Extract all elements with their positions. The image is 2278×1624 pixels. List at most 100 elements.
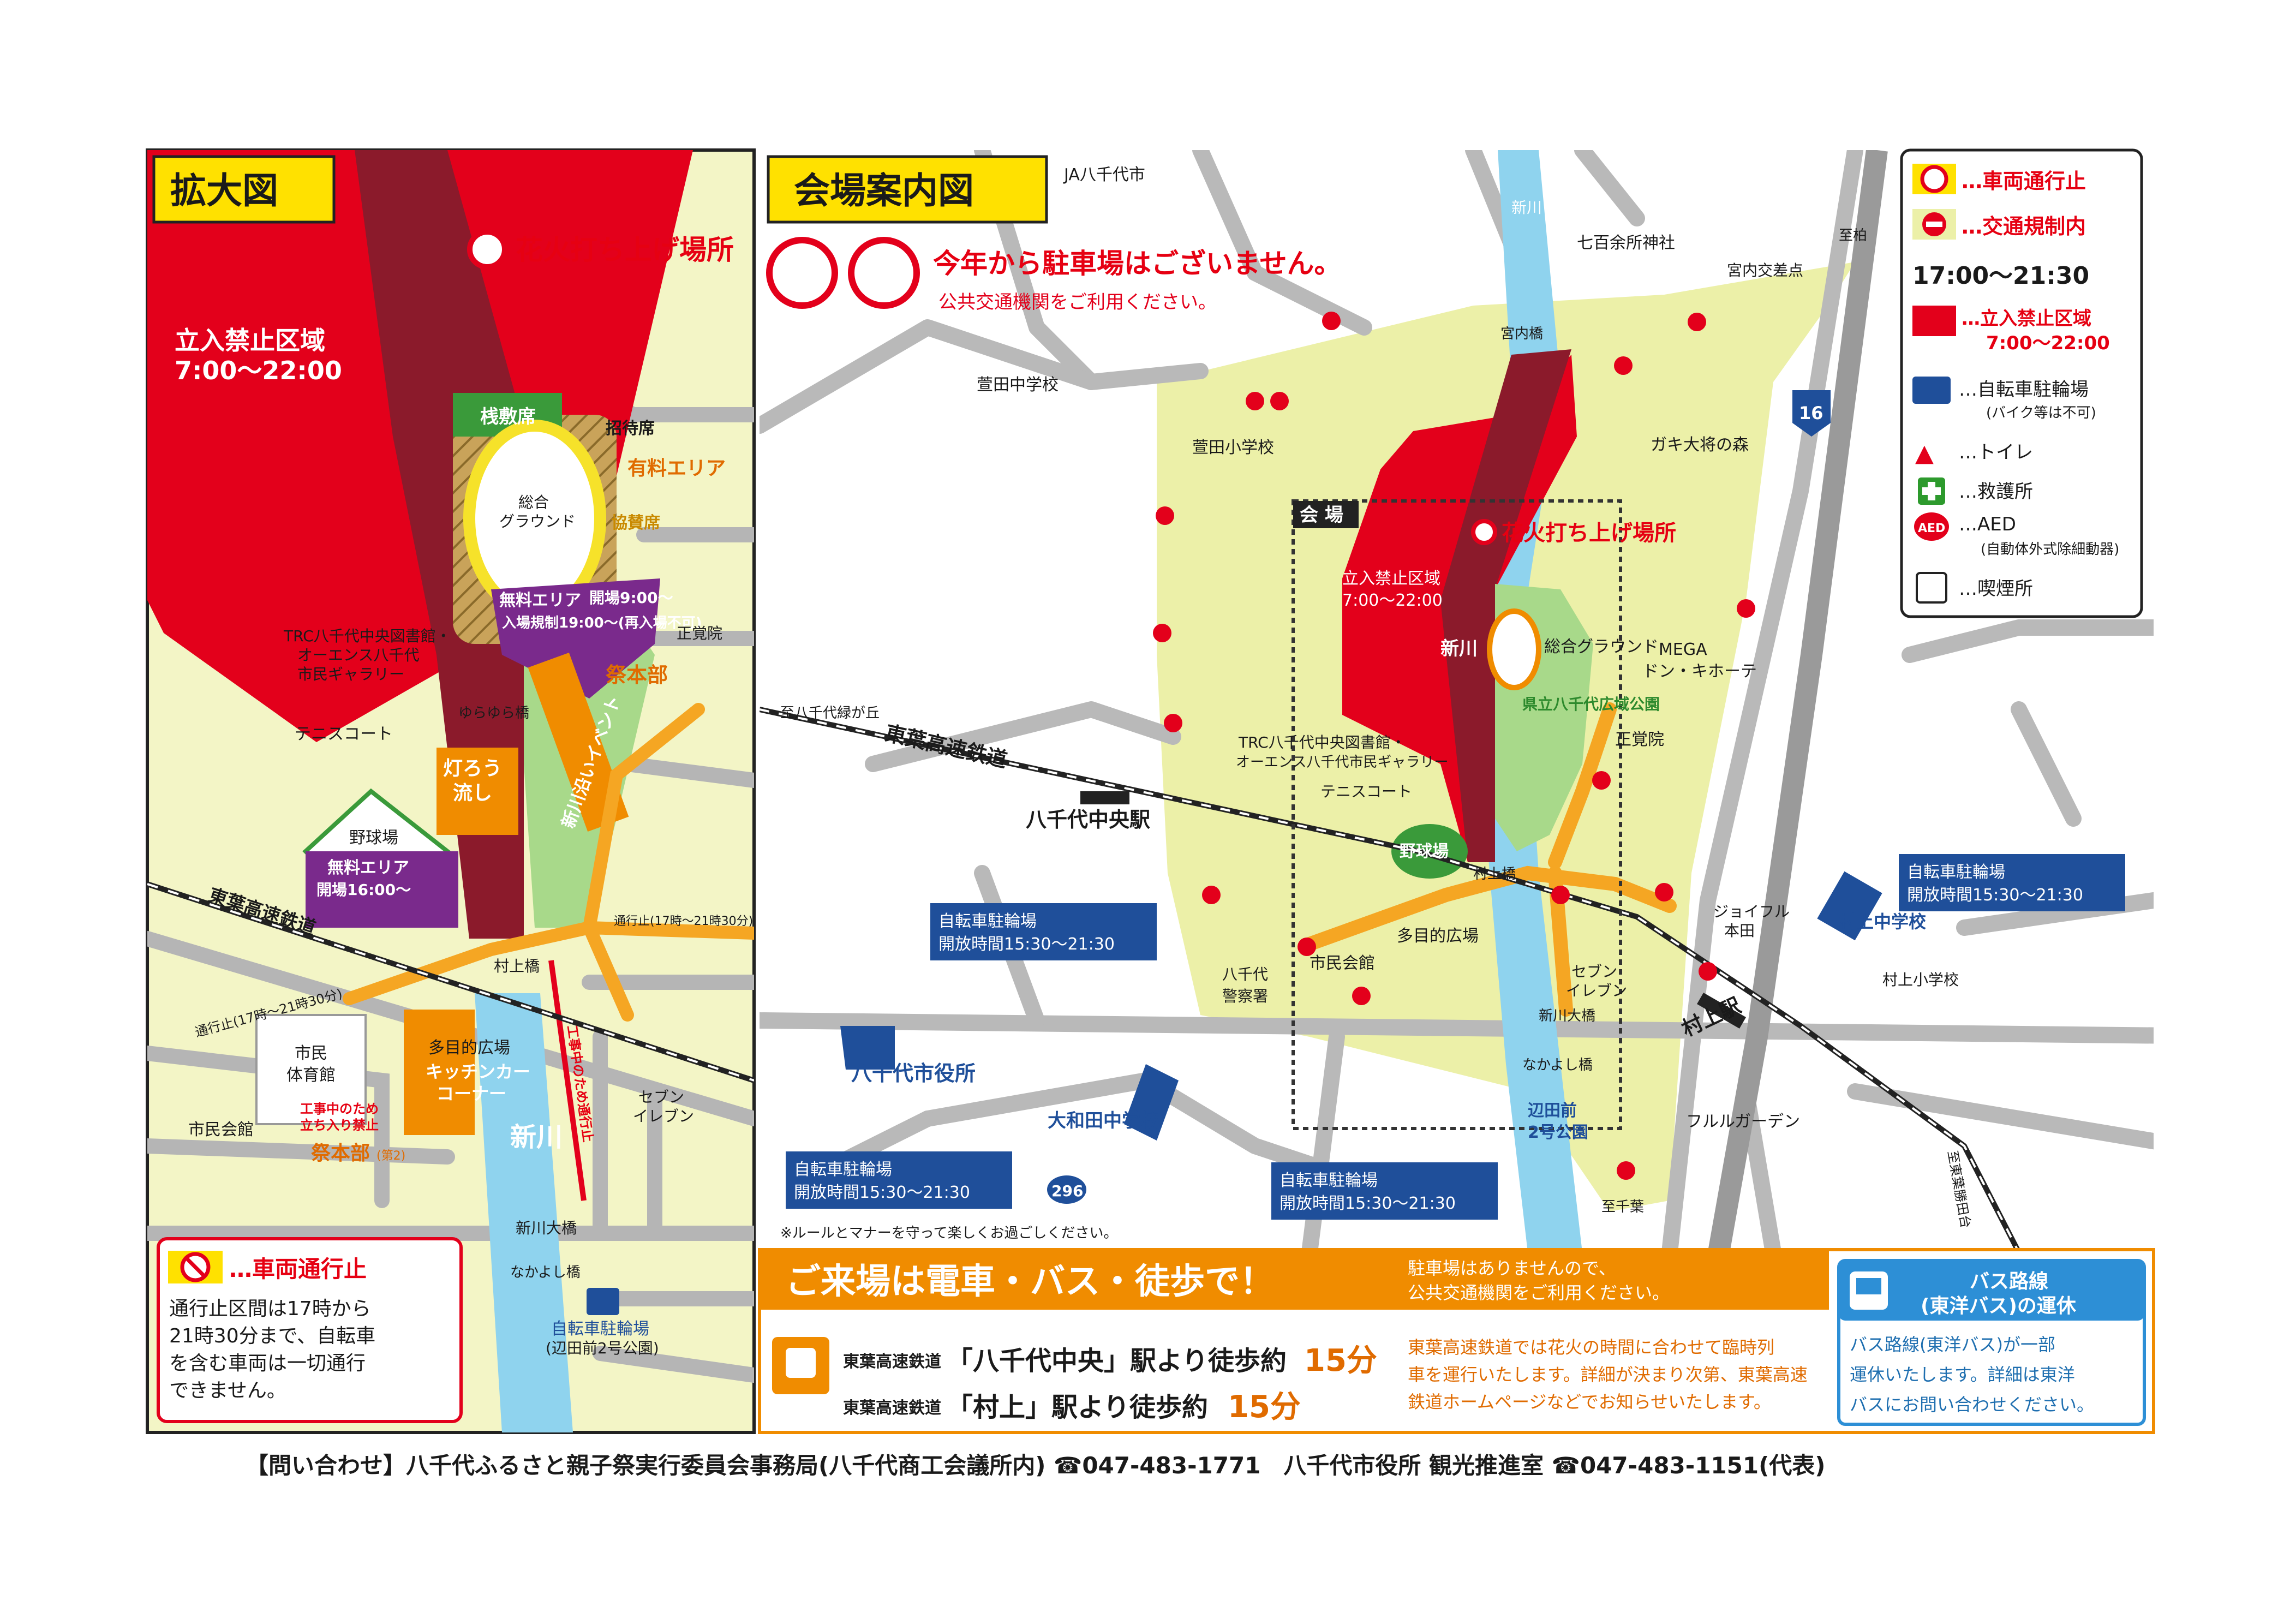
zoom-traffic-roads bbox=[343, 703, 754, 1022]
access-note-3: 鉄道ホームページなどでお知らせいたします。 bbox=[1408, 1392, 1771, 1412]
legend-restricted-2: 7:00〜22:00 bbox=[1986, 332, 2110, 354]
zoom-murakami-bridge: 村上橋 bbox=[494, 957, 540, 975]
zoom-shotai: 招待席 bbox=[606, 419, 655, 438]
no-car-icon bbox=[766, 237, 838, 309]
label-miyauchi-bridge: 宮内橋 bbox=[1500, 326, 1543, 342]
access-line2-prefix: 東葉高速鉄道 bbox=[843, 1399, 941, 1418]
bus-body-2: 運休いたします。詳細は東洋 bbox=[1850, 1364, 2075, 1385]
main-restricted-label: 立入禁止区域 bbox=[1342, 569, 1440, 588]
manner-note: ※ルールとマナーを守って楽しくお過ごしください。 bbox=[780, 1225, 1118, 1241]
label-mega-1: MEGA bbox=[1659, 640, 1707, 659]
access-banner-note-1: 駐車場はありませんので、 bbox=[1408, 1258, 1616, 1279]
zoom-river-label: 新川 bbox=[510, 1122, 563, 1153]
legend-aed-icon bbox=[1914, 512, 1949, 541]
footer-contact: 【問い合わせ】八千代ふるさと親子祭実行委員会事務局(八千代商工会議所内) ☎04… bbox=[246, 1452, 1825, 1479]
zoom-construction-1: 工事中のため bbox=[300, 1101, 379, 1116]
label-seven-1: セブン bbox=[1571, 963, 1617, 981]
label-city-hall: 八千代市役所 bbox=[851, 1061, 976, 1085]
legend-toilet: …トイレ bbox=[1959, 441, 2033, 463]
label-plaza: 多目的広場 bbox=[1397, 927, 1479, 946]
zoom-free-entry: 入場規制19:00〜(再入場不可) bbox=[502, 615, 702, 631]
main-fireworks: 花火打ち上げ場所 bbox=[1502, 521, 1676, 546]
no-parking-sub: 公共交通機関をご利用ください。 bbox=[938, 291, 1217, 313]
legend-aed-icon-text: AED bbox=[1918, 522, 1945, 535]
label-ja: JA八千代市 bbox=[1063, 165, 1145, 184]
vehicle-box-title: …車両通行止 bbox=[229, 1256, 367, 1282]
vehicle-box-body-2: 21時30分まで、自転車 bbox=[169, 1325, 375, 1347]
legend-toilet-icon bbox=[1915, 434, 1948, 467]
zoom-seven-2: イレブン bbox=[633, 1107, 694, 1125]
zoom-free-area-south bbox=[306, 851, 458, 928]
bus-title-2: (東洋バス)の運休 bbox=[1921, 1295, 2077, 1317]
access-note-1: 東葉高速鉄道では花火の時間に合わせて臨時列 bbox=[1408, 1337, 1774, 1358]
no-entry-signs bbox=[1153, 312, 1755, 1180]
zoom-bike-1: 自転車駐輪場 bbox=[551, 1320, 649, 1339]
label-gaki: ガキ大将の森 bbox=[1651, 435, 1749, 455]
access-line1-min: 15分 bbox=[1304, 1343, 1377, 1378]
zoom-tennis: テニスコート bbox=[295, 725, 393, 744]
zoom-seven-1: セブン bbox=[638, 1088, 684, 1106]
main-ground-label: 総合グラウンド bbox=[1544, 637, 1659, 656]
label-owada: 大和田中学校 bbox=[1048, 1110, 1159, 1132]
zoom-kyosan: 協賛席 bbox=[611, 514, 660, 533]
route16-sign bbox=[1792, 390, 1831, 437]
label-jolly-1: ジョイフル bbox=[1713, 903, 1790, 921]
vehicle-box-body-3: を含む車両は一切通行 bbox=[169, 1352, 366, 1375]
legend-aed-2: (自動体外式除細動器) bbox=[1981, 541, 2119, 558]
label-seven-2: イレブン bbox=[1566, 982, 1627, 1000]
label-to-yachiyo: 至八千代緑が丘 bbox=[780, 705, 880, 721]
label-hedamae-1: 辺田前 bbox=[1528, 1101, 1577, 1120]
zoom-hq2-sub: (第2) bbox=[376, 1149, 405, 1163]
zoom-library-3: 市民ギャラリー bbox=[297, 665, 404, 683]
legend-vehicle: …車両通行止 bbox=[1962, 169, 2086, 193]
zoom-free-top: 無料エリア bbox=[499, 591, 581, 610]
bike-b-1: 自転車駐輪場 bbox=[794, 1160, 892, 1179]
bike-a-1: 自転車駐輪場 bbox=[938, 912, 1037, 931]
legend-restricted-swatch bbox=[1912, 306, 1956, 336]
access-line1-prefix: 東葉高速鉄道 bbox=[843, 1352, 941, 1371]
label-tennis: テニスコート bbox=[1320, 783, 1412, 801]
bike-d-1: 自転車駐輪場 bbox=[1907, 863, 2005, 882]
zoom-shinkawa-ohashi: 新川大橋 bbox=[516, 1219, 577, 1237]
zoom-baseball: 野球場 bbox=[349, 828, 398, 847]
legend: …車両通行止 …交通規制内 17:00〜21:30 …立入禁止区域 7:00〜2… bbox=[1900, 148, 2143, 618]
zoom-ground-1: 総合 bbox=[518, 493, 549, 511]
label-police-2: 警察署 bbox=[1222, 987, 1268, 1005]
legend-restricted-1: …立入禁止区域 bbox=[1962, 308, 2091, 330]
zoom-seiganin: 正覚院 bbox=[677, 624, 722, 642]
zoom-free-bottom: 無料エリア bbox=[327, 858, 409, 877]
zoom-bike-2: (辺田前2号公園) bbox=[546, 1339, 659, 1357]
zoom-fireworks-label: 花火打ち上げ場所 bbox=[516, 234, 734, 266]
label-fururu: フルルガーデン bbox=[1686, 1112, 1800, 1131]
no-parking-text: 今年から駐車場はございません。 bbox=[933, 248, 1342, 279]
zoom-event-tent bbox=[528, 652, 629, 832]
access-banner-note-2: 公共交通機関をご利用ください。 bbox=[1408, 1282, 1670, 1303]
owada-icon bbox=[1124, 1064, 1179, 1141]
label-kayada-es: 萱田小学校 bbox=[1192, 438, 1274, 457]
zoom-toro-1: 灯ろう bbox=[443, 757, 502, 780]
label-mega-2: ドン・キホーテ bbox=[1642, 662, 1757, 681]
zoom-restricted-time: 7:00〜22:00 bbox=[175, 356, 342, 385]
zoom-traffic-right: 通行止(17時〜21時30分) bbox=[614, 915, 753, 928]
label-jolly-2: 本田 bbox=[1724, 922, 1755, 940]
label-seiganin: 正覚院 bbox=[1615, 730, 1664, 749]
label-library-1: TRC八千代中央図書館・ bbox=[1238, 733, 1406, 751]
zoom-nakayoshi: なかよし橋 bbox=[510, 1264, 581, 1281]
label-hall: 市民会館 bbox=[1310, 954, 1375, 973]
label-route16: 16 bbox=[1799, 403, 1823, 423]
legend-bike-2: (バイク等は不可) bbox=[1986, 405, 2096, 421]
main-river-top: 新川 bbox=[1511, 199, 1542, 217]
murakami-jhs-icon bbox=[1817, 871, 1882, 941]
station-murakami-mark bbox=[1697, 993, 1746, 1029]
main-title-box bbox=[767, 155, 1048, 224]
legend-no-vehicle-icon bbox=[1920, 165, 1948, 193]
svg-text:▲: ▲ bbox=[1915, 439, 1934, 467]
label-to-kashiwa: 至柏 bbox=[1839, 228, 1867, 244]
access-line2-min: 15分 bbox=[1228, 1389, 1301, 1425]
label-murakami-bridge: 村上橋 bbox=[1473, 866, 1516, 882]
main-restricted-core bbox=[1440, 349, 1571, 862]
bus-box: バス路線 (東洋バス)の運休 バス路線(東洋バス)が一部 運休いたします。詳細は… bbox=[1837, 1259, 2146, 1426]
no-bike-icon bbox=[848, 237, 920, 309]
zoom-map: 拡大図 花火打ち上げ場所 立入禁止区域 7:00〜22:00 桟敷席 招待席 有… bbox=[146, 148, 756, 1434]
vehicle-box bbox=[157, 1237, 463, 1423]
